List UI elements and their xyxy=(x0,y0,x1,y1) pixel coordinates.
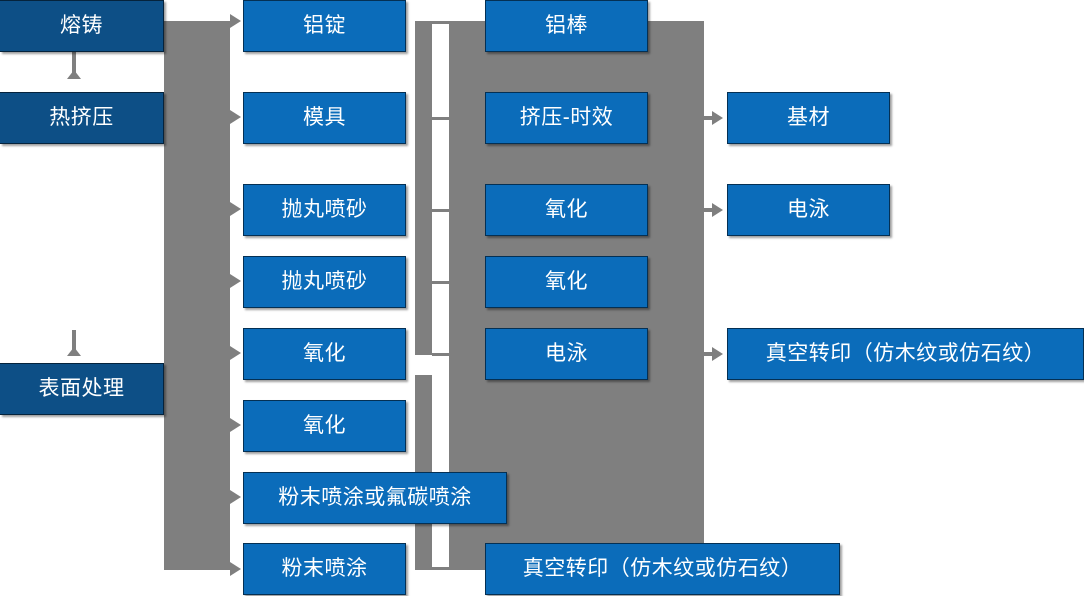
process-label-die: 模具 xyxy=(303,106,346,130)
process-label-aluminum-bar: 铝棒 xyxy=(545,14,588,38)
middle-bracket-tick-2 xyxy=(432,117,449,120)
left-branch-arrow-icon-3 xyxy=(230,202,241,216)
right-arrow-icon-base-material xyxy=(712,111,723,125)
process-box-aluminum-ingot[interactable]: 铝锭 xyxy=(243,0,406,52)
extrusion-to-surface-arrow-icon xyxy=(67,347,81,356)
left-branch-arrow-icon-8 xyxy=(230,562,241,576)
left-branch-arrow-icon-6 xyxy=(230,418,241,432)
process-box-vacuum-transfer-col2[interactable]: 真空转印（仿木纹或仿石纹） xyxy=(485,543,840,595)
process-box-oxidation-col2-1[interactable]: 氧化 xyxy=(485,184,648,236)
process-label-oxidation-col2-2: 氧化 xyxy=(545,270,588,294)
process-label-oxidation-1: 氧化 xyxy=(303,342,346,366)
process-box-aluminum-bar[interactable]: 铝棒 xyxy=(485,0,648,52)
stage-box-melt-cast[interactable]: 熔铸 xyxy=(0,0,164,52)
stage-label-surface-treatment: 表面处理 xyxy=(38,377,125,401)
process-box-electrophoresis-col3[interactable]: 电泳 xyxy=(727,184,890,236)
process-box-oxidation-1[interactable]: 氧化 xyxy=(243,328,406,380)
process-label-shot-blast-1: 抛丸喷砂 xyxy=(281,198,368,222)
melt-to-extrusion-arrow-icon xyxy=(67,70,81,79)
process-box-die[interactable]: 模具 xyxy=(243,92,406,144)
middle-bracket-tick-5 xyxy=(432,353,449,356)
process-label-base-material: 基材 xyxy=(787,106,830,130)
process-label-vacuum-transfer-col3: 真空转印（仿木纹或仿石纹） xyxy=(765,342,1046,366)
process-box-powder-or-pvdf[interactable]: 粉末喷涂或氟碳喷涂 xyxy=(243,472,507,524)
extrusion-to-surface-connector xyxy=(72,330,76,352)
process-label-vacuum-transfer-col2: 真空转印（仿木纹或仿石纹） xyxy=(522,557,803,581)
left-branch-arrow-icon-5 xyxy=(230,346,241,360)
process-label-oxidation-2: 氧化 xyxy=(303,414,346,438)
process-label-electrophoresis-col3: 电泳 xyxy=(787,198,830,222)
middle-bracket-tick-4 xyxy=(432,281,449,284)
process-box-oxidation-col2-2[interactable]: 氧化 xyxy=(485,256,648,308)
right-arrow-stem-2 xyxy=(700,208,716,212)
stage-label-melt-cast: 熔铸 xyxy=(60,14,103,38)
stage-box-surface-treatment[interactable]: 表面处理 xyxy=(0,363,164,415)
process-label-electrophoresis-col2: 电泳 xyxy=(545,342,588,366)
process-box-vacuum-transfer-col3[interactable]: 真空转印（仿木纹或仿石纹） xyxy=(727,328,1084,380)
process-label-oxidation-col2-1: 氧化 xyxy=(545,198,588,222)
stage-box-hot-extrusion[interactable]: 热挤压 xyxy=(0,92,164,144)
left-branch-trunk-upper xyxy=(164,21,230,355)
process-label-extrusion-aging: 挤压-时效 xyxy=(519,106,614,130)
middle-bracket-rail-upper xyxy=(415,21,432,355)
right-arrow-icon-electrophoresis xyxy=(712,203,723,217)
process-label-aluminum-ingot: 铝锭 xyxy=(303,14,346,38)
right-arrow-icon-vacuum-transfer xyxy=(712,347,723,361)
left-branch-arrow-icon-2 xyxy=(230,110,241,124)
process-box-powder-coating[interactable]: 粉末喷涂 xyxy=(243,543,406,595)
process-box-shot-blast-2[interactable]: 抛丸喷砂 xyxy=(243,256,406,308)
surface-treatment-connector xyxy=(164,387,180,390)
right-arrow-stem-1 xyxy=(700,116,716,120)
process-label-powder-or-pvdf: 粉末喷涂或氟碳喷涂 xyxy=(278,486,472,510)
middle-bracket-tick-6 xyxy=(432,567,449,570)
process-box-oxidation-2[interactable]: 氧化 xyxy=(243,400,406,452)
left-branch-fan-lower xyxy=(178,355,230,570)
right-arrow-stem-3 xyxy=(700,352,716,356)
middle-bracket-tick-1 xyxy=(432,21,449,24)
stage-label-hot-extrusion: 热挤压 xyxy=(49,106,114,130)
left-branch-trunk-lower xyxy=(164,355,178,570)
process-label-powder-coating: 粉末喷涂 xyxy=(281,557,368,581)
process-label-shot-blast-2: 抛丸喷砂 xyxy=(281,270,368,294)
process-box-shot-blast-1[interactable]: 抛丸喷砂 xyxy=(243,184,406,236)
middle-bracket-tick-3 xyxy=(432,209,449,212)
process-box-extrusion-aging[interactable]: 挤压-时效 xyxy=(485,92,648,144)
process-box-base-material[interactable]: 基材 xyxy=(727,92,890,144)
left-branch-arrow-icon-7 xyxy=(230,490,241,504)
process-box-electrophoresis-col2[interactable]: 电泳 xyxy=(485,328,648,380)
melt-to-extrusion-connector xyxy=(72,52,76,76)
left-branch-arrow-icon-4 xyxy=(230,274,241,288)
left-branch-arrow-icon-1 xyxy=(230,14,241,28)
